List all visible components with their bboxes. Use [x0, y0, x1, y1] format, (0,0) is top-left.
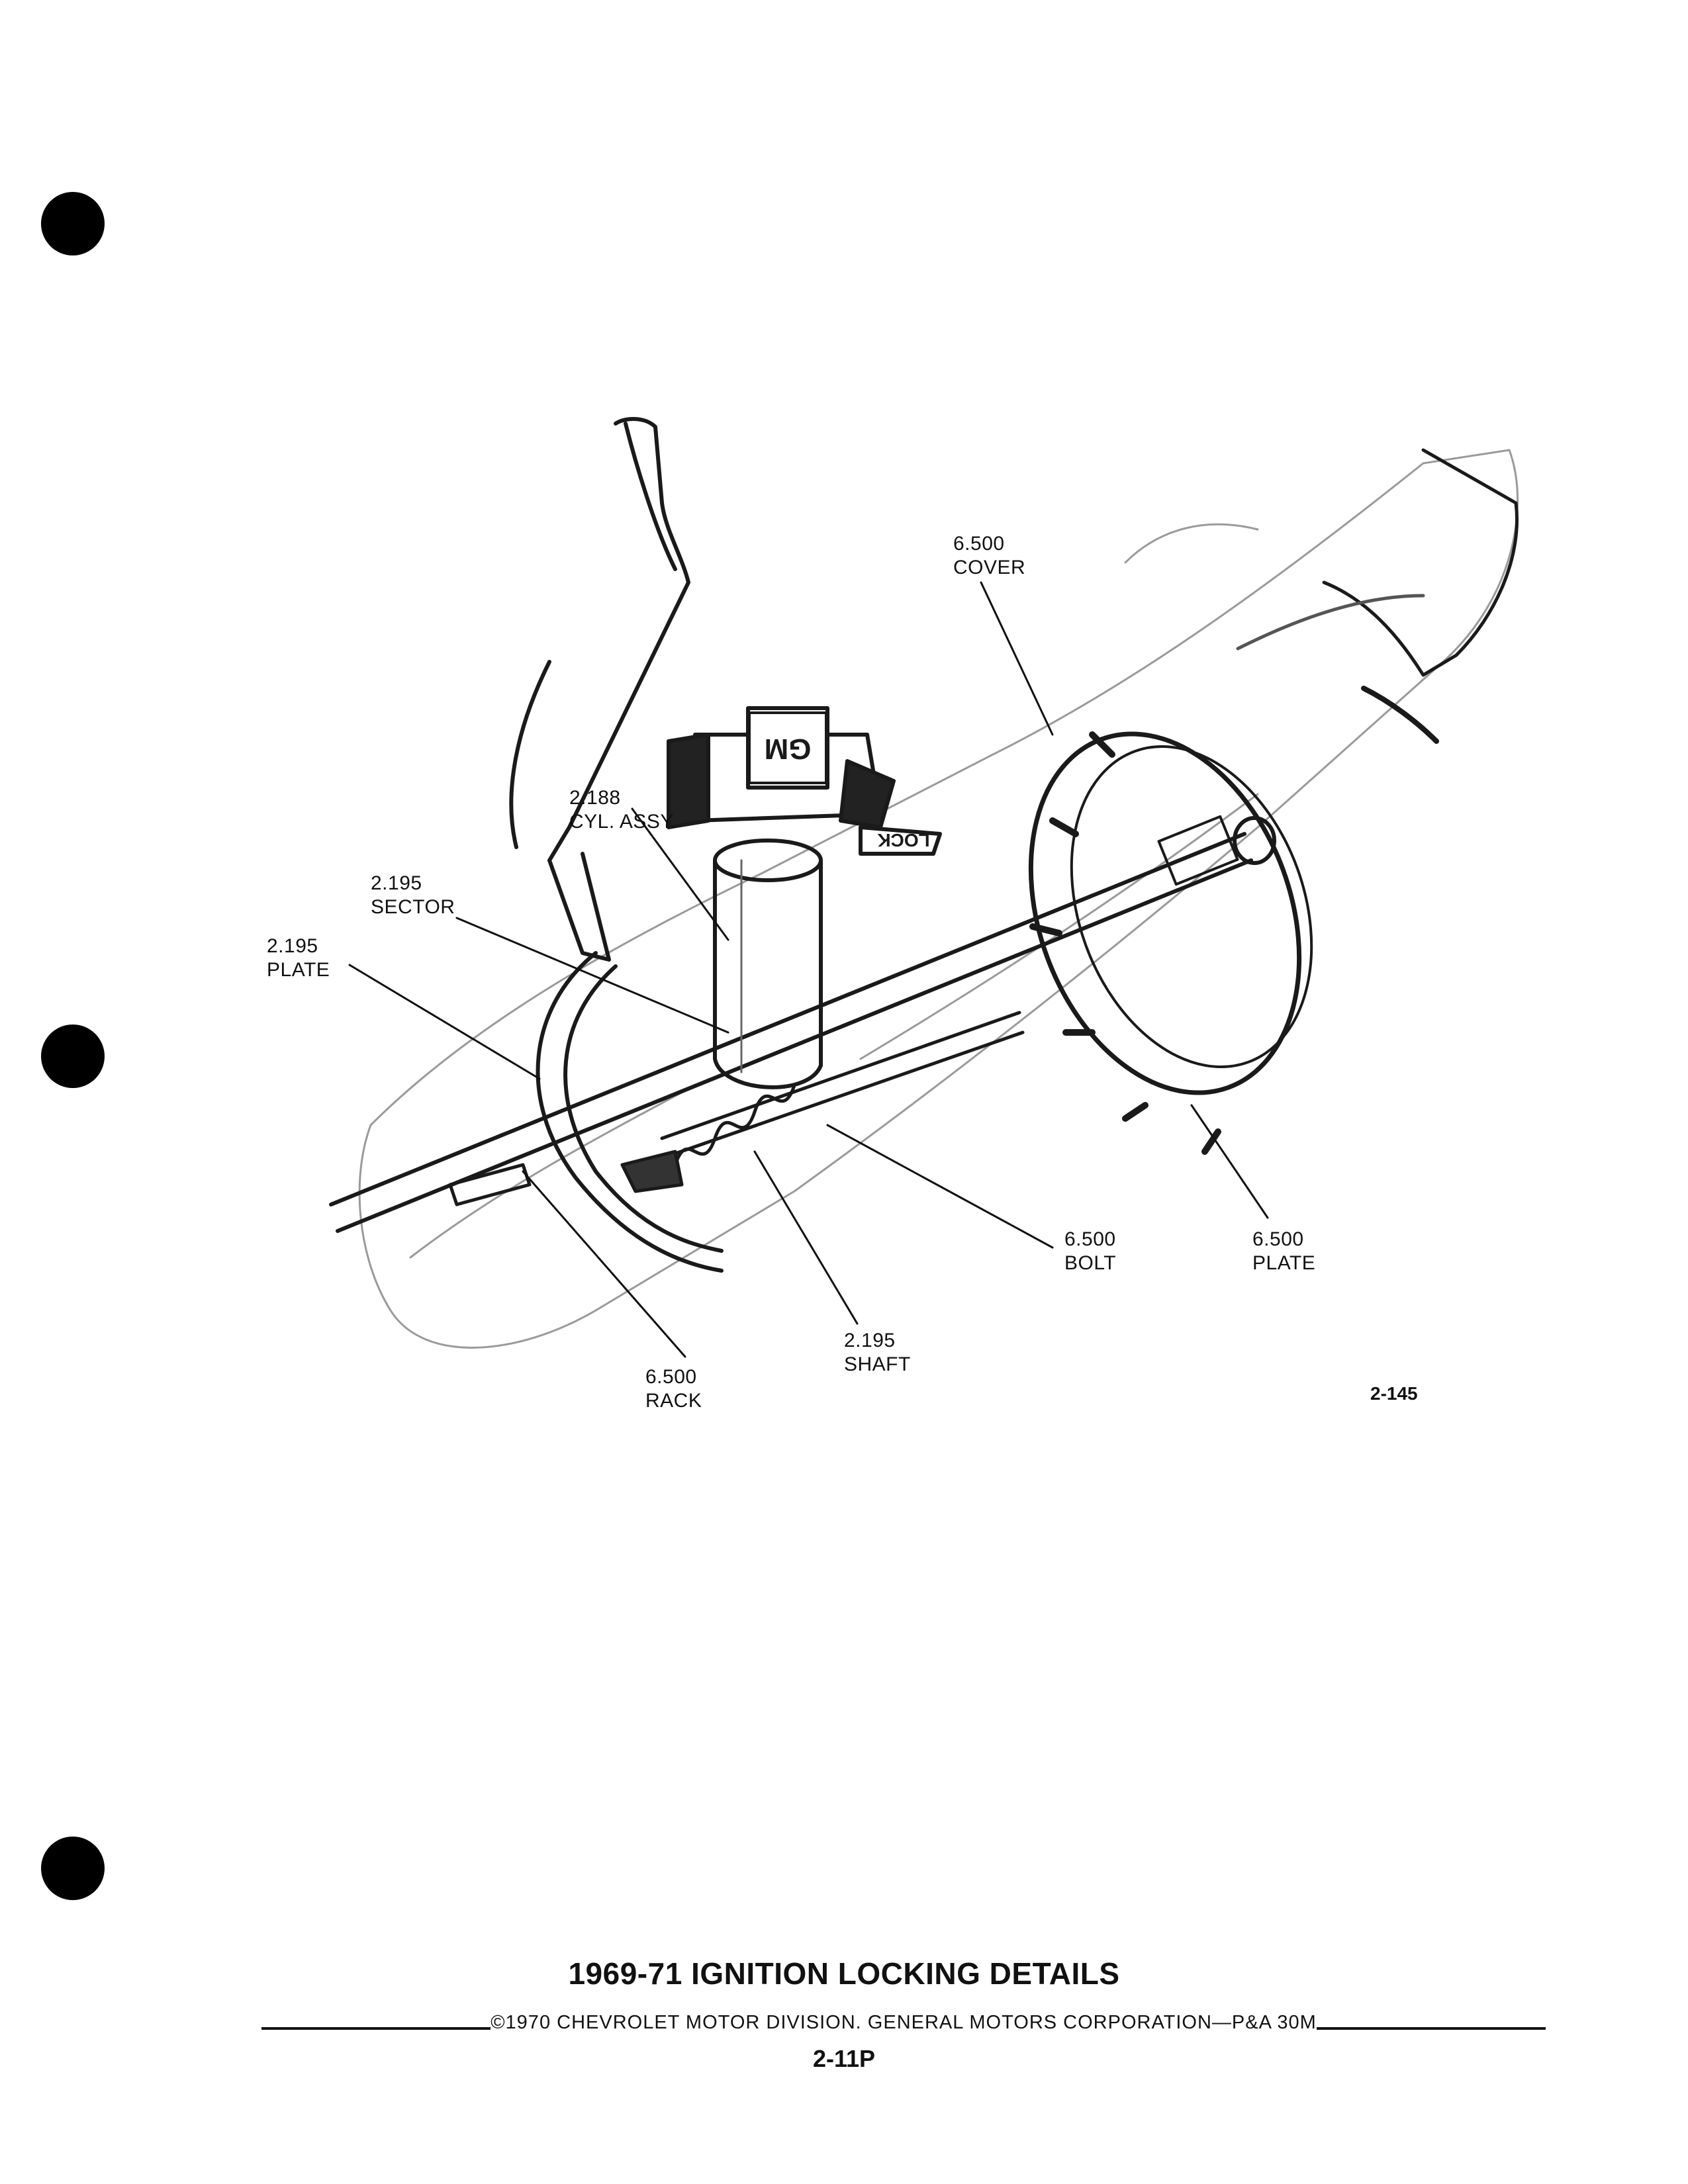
callout-shaft-name: SHAFT: [844, 1353, 911, 1375]
key-brand-text: GM: [765, 733, 812, 765]
callout-plate-right-name: PLATE: [1252, 1252, 1316, 1274]
copyright-line: ©1970 CHEVROLET MOTOR DIVISION. GENERAL …: [261, 2012, 1546, 2034]
rule-right: [1316, 2027, 1546, 2030]
callout-plate-right: 6.500 PLATE: [1252, 1228, 1315, 1275]
lock-position-tab: LOCK: [877, 830, 929, 850]
callout-cyl-assy-name: CYL. ASSY.: [569, 811, 677, 833]
lock-plate-arc: [536, 951, 724, 1273]
callout-shaft-num: 2.195: [844, 1330, 896, 1351]
callout-rack-num: 6.500: [645, 1366, 697, 1388]
callout-cover: 6.500 COVER: [953, 532, 1025, 580]
callout-bolt: 6.500 BOLT: [1064, 1228, 1116, 1275]
binder-hole-top: [41, 192, 105, 255]
steering-column-housing: [358, 449, 1519, 1349]
lock-position-text: LOCK: [877, 830, 929, 850]
rule-left: [261, 2027, 491, 2030]
callout-cyl-assy: 2.188 CYL. ASSY.: [569, 786, 677, 834]
lock-plate: [1028, 731, 1313, 1155]
copyright-text: ©1970 CHEVROLET MOTOR DIVISION. GENERAL …: [491, 2012, 1317, 2033]
callout-cover-name: COVER: [953, 557, 1026, 578]
rack-spring-bolt: [448, 1011, 1025, 1206]
figure-number: 2-145: [1370, 1383, 1418, 1404]
callout-plate-left-name: PLATE: [267, 959, 330, 981]
ignition-lock-illustration: [329, 417, 1519, 1358]
page-number: 2-11P: [812, 2045, 876, 2072]
callout-sector-name: SECTOR: [371, 896, 455, 918]
callout-bolt-name: BOLT: [1064, 1252, 1117, 1274]
shift-lever: [509, 417, 690, 962]
key-head-emblem: GM: [748, 711, 827, 784]
callout-sector: 2.195 SECTOR: [371, 872, 455, 919]
callout-sector-num: 2.195: [371, 872, 422, 894]
callout-bolt-num: 6.500: [1064, 1228, 1116, 1250]
callout-cover-num: 6.500: [953, 533, 1005, 555]
column-shroud: [1236, 448, 1519, 744]
steering-shaft: [329, 815, 1276, 1233]
callout-rack: 6.500 RACK: [645, 1365, 702, 1413]
callout-plate-right-num: 6.500: [1252, 1228, 1304, 1250]
leader-lines: [348, 581, 1269, 1358]
callout-plate-left-num: 2.195: [267, 935, 318, 957]
callout-rack-name: RACK: [645, 1390, 702, 1412]
callout-cyl-assy-num: 2.188: [569, 787, 621, 809]
callout-plate-left: 2.195 PLATE: [267, 934, 330, 982]
binder-hole-middle: [41, 1024, 105, 1088]
binder-hole-bottom: [41, 1837, 105, 1900]
callout-shaft: 2.195 SHAFT: [844, 1329, 911, 1377]
page-title: 1969-71 IGNITION LOCKING DETAILS: [568, 1956, 1120, 1991]
